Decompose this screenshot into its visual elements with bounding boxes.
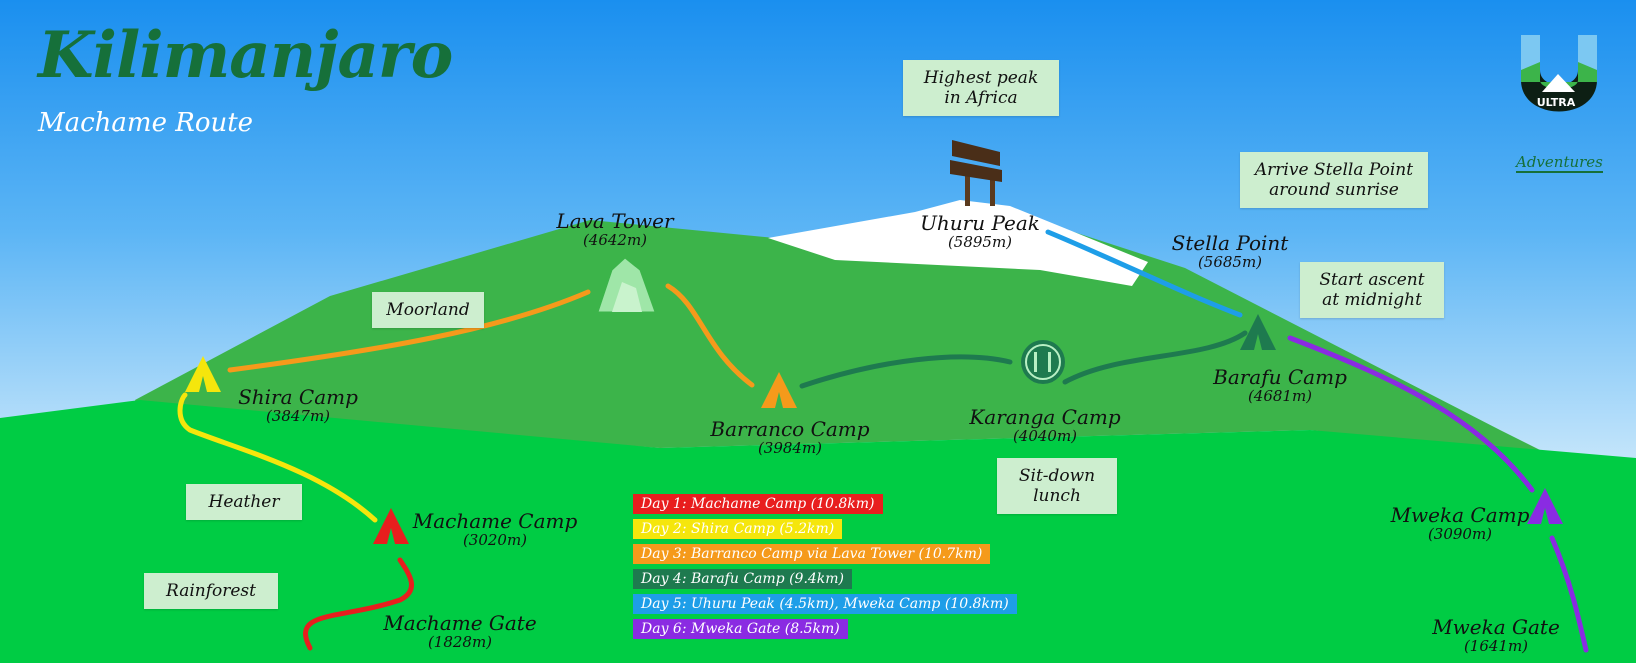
waypoint-lava-tower: Lava Tower (4642m) [535, 210, 695, 249]
barranco-camp-tent-icon [761, 372, 797, 408]
note-rainforest: Rainforest [144, 573, 278, 609]
waypoint-elevation: (5895m) [947, 233, 1013, 251]
waypoint-elevation: (4681m) [1247, 387, 1313, 405]
route-day1 [303, 557, 414, 651]
shira-camp-tent-icon [185, 356, 221, 392]
note-highest-peak: Highest peak in Africa [903, 60, 1059, 116]
mweka-camp-tent-icon [1527, 488, 1563, 524]
waypoint-name: Machame Camp [412, 509, 578, 533]
waypoint-elevation: (1828m) [427, 633, 493, 651]
legend-day5: Day 5: Uhuru Peak (4.5km), Mweka Camp (1… [633, 594, 1017, 614]
waypoint-elevation: (3090m) [1427, 525, 1493, 543]
waypoint-elevation: (5685m) [1197, 253, 1263, 271]
route-day6a [1287, 335, 1535, 493]
waypoint-karanga-camp: Karanga Camp (4040m) [960, 406, 1130, 445]
waypoint-name: Machame Gate [383, 611, 537, 635]
waypoint-name: Karanga Camp [969, 405, 1121, 429]
legend-day1: Day 1: Machame Camp (10.8km) [633, 494, 883, 514]
brand-badge: ULTRA [1536, 96, 1576, 109]
note-start-midnight: Start ascent at midnight [1300, 262, 1444, 318]
waypoint-name: Stella Point [1171, 231, 1289, 255]
waypoint-elevation: (4040m) [1012, 427, 1078, 445]
brand-name: Adventures [1516, 153, 1603, 173]
snow-cap [768, 200, 1148, 286]
waypoint-stella-point: Stella Point (5685m) [1150, 232, 1310, 271]
brand-logo: ULTRA Adventures [1516, 32, 1603, 173]
route-legend: Day 1: Machame Camp (10.8km) Day 2: Shir… [633, 493, 1017, 643]
waypoint-name: Uhuru Peak [920, 211, 1040, 235]
summit-signpost-icon [950, 140, 1002, 206]
waypoint-elevation: (3984m) [757, 439, 823, 457]
machame-camp-tent-icon [373, 508, 409, 544]
legend-day6: Day 6: Mweka Gate (8.5km) [633, 619, 848, 639]
route-day4a [799, 354, 1013, 389]
legend-row: Day 1: Machame Camp (10.8km) [633, 493, 1017, 514]
lava-tower-rock-icon [597, 257, 656, 313]
waypoint-machame-camp: Machame Camp (3020m) [410, 510, 580, 549]
route-day3a [227, 289, 591, 373]
route-day2 [177, 392, 378, 523]
legend-row: Day 5: Uhuru Peak (4.5km), Mweka Camp (1… [633, 593, 1017, 614]
ultra-adventures-logo-icon [1521, 35, 1597, 112]
waypoint-shira-camp: Shira Camp (3847m) [228, 386, 368, 425]
waypoint-barranco-camp: Barranco Camp (3984m) [700, 418, 880, 457]
waypoint-name: Lava Tower [556, 209, 674, 233]
waypoint-name: Shira Camp [238, 385, 358, 409]
waypoint-elevation: (3020m) [462, 531, 528, 549]
legend-row: Day 6: Mweka Gate (8.5km) [633, 618, 1017, 639]
waypoint-machame-gate: Machame Gate (1828m) [375, 612, 545, 651]
waypoint-name: Barranco Camp [710, 417, 870, 441]
legend-row: Day 4: Barafu Camp (9.4km) [633, 568, 1017, 589]
route-day3b [665, 283, 755, 388]
legend-day2: Day 2: Shira Camp (5.2km) [633, 519, 843, 539]
waypoint-elevation: (4642m) [582, 231, 648, 249]
route-day4b [1062, 330, 1248, 385]
waypoint-elevation: (1641m) [1463, 637, 1529, 655]
legend-row: Day 2: Shira Camp (5.2km) [633, 518, 1017, 539]
page-subtitle: Machame Route [38, 108, 254, 138]
waypoint-mweka-gate: Mweka Gate (1641m) [1416, 616, 1576, 655]
note-sit-down-lunch: Sit-down lunch [997, 458, 1117, 514]
barafu-camp-tent-icon [1240, 314, 1276, 350]
lunch-icon [1021, 340, 1065, 384]
note-heather: Heather [186, 484, 302, 520]
note-moorland: Moorland [372, 292, 484, 328]
waypoint-barafu-camp: Barafu Camp (4681m) [1195, 366, 1365, 405]
legend-row: Day 3: Barranco Camp via Lava Tower (10.… [633, 543, 1017, 564]
page-title: Kilimanjaro [38, 18, 453, 93]
waypoint-name: Mweka Gate [1432, 615, 1560, 639]
waypoint-name: Mweka Camp [1390, 503, 1530, 527]
waypoint-mweka-camp: Mweka Camp (3090m) [1380, 504, 1540, 543]
waypoint-name: Barafu Camp [1213, 365, 1347, 389]
note-stella-sunrise: Arrive Stella Point around sunrise [1240, 152, 1428, 208]
route-day6b [1549, 535, 1589, 653]
route-day5 [1045, 229, 1243, 318]
legend-day3: Day 3: Barranco Camp via Lava Tower (10.… [633, 544, 991, 564]
legend-day4: Day 4: Barafu Camp (9.4km) [633, 569, 853, 589]
waypoint-elevation: (3847m) [265, 407, 331, 425]
waypoint-uhuru-peak: Uhuru Peak (5895m) [900, 212, 1060, 251]
mountain-body [135, 208, 1560, 460]
